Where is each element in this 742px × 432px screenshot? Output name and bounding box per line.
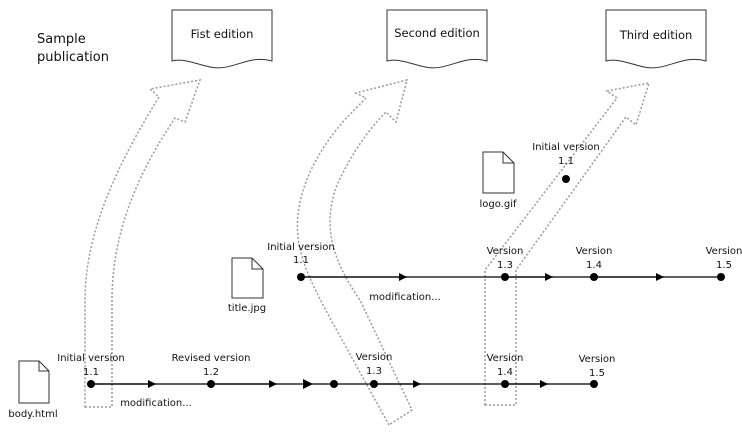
logo-gif-file-icon xyxy=(482,151,515,194)
body-version-label: Revised version xyxy=(172,353,251,364)
title-version-number: 1.1 xyxy=(293,255,309,266)
title-v1-5-node xyxy=(717,273,725,281)
edition-first: Fist edition xyxy=(171,9,273,69)
body-v1-4-node xyxy=(501,380,509,388)
body-html-file-icon xyxy=(18,360,50,404)
title-version-label: Version xyxy=(576,246,613,257)
title-version-label: Version xyxy=(706,246,742,257)
title-v1-1-node xyxy=(297,273,305,281)
logo-gif-file-label: logo.gif xyxy=(479,199,516,210)
title-jpg-file-icon xyxy=(231,257,264,299)
edition-second: Second edition xyxy=(386,9,488,69)
title-track: Initial version 1.1 Version 1.3 Version … xyxy=(267,242,742,303)
publication-title-line2: publication xyxy=(37,50,109,65)
logo-track: Initial version 1.1 xyxy=(532,142,600,183)
title-version-number: 1.4 xyxy=(586,260,602,271)
title-v1-4-node xyxy=(590,273,598,281)
title-version-number: 1.5 xyxy=(716,260,732,271)
body-version-number: 1.1 xyxy=(83,367,99,378)
edition-second-label: Second edition xyxy=(394,26,480,40)
body-track: Initial version 1.1 Revised version 1.2 … xyxy=(57,352,615,409)
edition-third: Third edition xyxy=(605,9,707,69)
body-mid-node xyxy=(330,380,338,388)
flow-arrow-second-edition xyxy=(296,78,413,427)
body-v1-5-node xyxy=(590,380,598,388)
logo-version-label: Initial version xyxy=(532,142,599,153)
body-version-number: 1.4 xyxy=(497,367,513,378)
logo-v1-1-node xyxy=(562,175,570,183)
title-version-label: Version xyxy=(487,246,524,257)
title-version-number: 1.3 xyxy=(497,260,513,271)
logo-version-number: 1.1 xyxy=(558,156,574,167)
body-v1-1-node xyxy=(87,380,95,388)
body-version-number: 1.3 xyxy=(366,366,382,377)
body-track-arrow xyxy=(303,379,313,389)
body-version-label: Version xyxy=(579,354,616,365)
body-version-label: Version xyxy=(487,353,524,364)
body-version-label: Version xyxy=(356,352,393,363)
title-modification-note: modification... xyxy=(369,292,441,303)
title-v1-3-node xyxy=(501,273,509,281)
publication-title-line1: Sample xyxy=(37,32,86,47)
body-version-number: 1.5 xyxy=(589,368,605,379)
edition-first-label: Fist edition xyxy=(191,27,254,41)
body-version-number: 1.2 xyxy=(203,367,219,378)
body-modification-note: modification... xyxy=(120,398,192,409)
edition-third-label: Third edition xyxy=(619,28,693,42)
title-jpg-file-label: title.jpg xyxy=(228,303,266,314)
body-html-file-label: body.html xyxy=(8,409,57,420)
body-v1-2-node xyxy=(207,380,215,388)
body-version-label: Initial version xyxy=(57,353,124,364)
flow-arrow-third-edition xyxy=(484,82,651,406)
title-version-label: Initial version xyxy=(267,242,334,253)
body-v1-3-node xyxy=(370,380,378,388)
